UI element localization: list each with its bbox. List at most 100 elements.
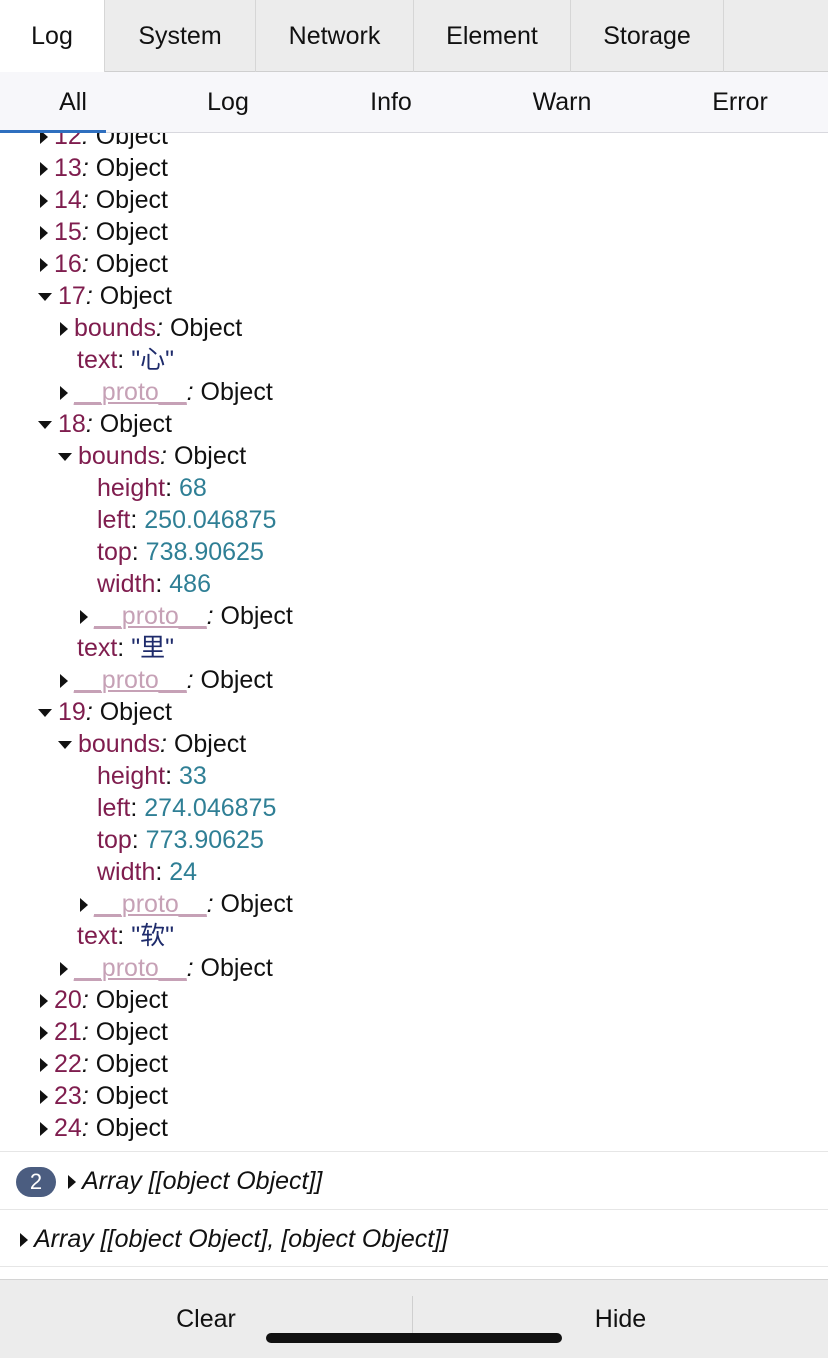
tree-row: top: 773.90625 <box>0 824 828 856</box>
tree-row[interactable]: 17: Object <box>0 280 828 312</box>
property-key: top <box>97 826 132 854</box>
key-separator: : <box>131 538 146 566</box>
collapsed-triangle-icon[interactable] <box>40 1058 48 1073</box>
tree-row[interactable]: __proto__: Object <box>0 952 828 984</box>
tree-row[interactable]: bounds: Object <box>0 312 828 344</box>
filter-log[interactable]: Log <box>207 88 249 116</box>
tree-row[interactable]: 21: Object <box>0 1016 828 1048</box>
property-key: bounds <box>74 314 157 342</box>
key-separator: : <box>117 634 132 662</box>
tree-row[interactable]: 12: Object <box>0 133 828 152</box>
property-value: 773.90625 <box>145 826 264 854</box>
tab-bar-spacer <box>724 0 828 71</box>
property-key: __proto__ <box>94 890 207 918</box>
tree-row[interactable]: __proto__: Object <box>0 888 828 920</box>
key-separator: : <box>117 922 132 950</box>
property-key: 13 <box>54 154 82 182</box>
tab-network[interactable]: Network <box>256 0 414 72</box>
collapsed-triangle-icon[interactable] <box>60 322 68 337</box>
tree-row[interactable]: bounds: Object <box>0 440 828 472</box>
tree-row[interactable]: 16: Object <box>0 248 828 280</box>
property-key: __proto__ <box>94 602 207 630</box>
key-separator: : <box>160 730 174 758</box>
expand-triangle-icon[interactable] <box>20 1233 28 1248</box>
key-separator: : <box>130 506 145 534</box>
collapsed-triangle-icon[interactable] <box>80 610 88 625</box>
key-separator: : <box>81 186 96 214</box>
tree-row[interactable]: 15: Object <box>0 216 828 248</box>
collapsed-triangle-icon[interactable] <box>40 194 48 209</box>
key-separator: : <box>186 378 201 406</box>
tree-row[interactable]: 20: Object <box>0 984 828 1016</box>
tree-row[interactable]: 13: Object <box>0 152 828 184</box>
tree-row: text: "软" <box>0 920 828 952</box>
key-separator: : <box>81 154 96 182</box>
property-value: Object <box>99 698 172 726</box>
collapsed-triangle-icon[interactable] <box>40 226 48 241</box>
property-value: Object <box>200 954 273 982</box>
log-filter-bar: All Log Info Warn Error <box>0 72 828 133</box>
tab-system[interactable]: System <box>105 0 256 72</box>
clear-button[interactable]: Clear <box>176 1305 236 1333</box>
tree-row[interactable]: 23: Object <box>0 1080 828 1112</box>
tree-row[interactable]: __proto__: Object <box>0 600 828 632</box>
property-value: Object <box>95 133 168 150</box>
expanded-triangle-icon[interactable] <box>38 421 52 430</box>
collapsed-triangle-icon[interactable] <box>40 1026 48 1041</box>
collapsed-triangle-icon[interactable] <box>60 962 68 977</box>
bottom-divider <box>412 1296 413 1342</box>
tree-row[interactable]: 22: Object <box>0 1048 828 1080</box>
key-separator: : <box>81 1050 96 1078</box>
tree-row[interactable]: __proto__: Object <box>0 664 828 696</box>
property-key: width <box>97 570 156 598</box>
collapsed-triangle-icon[interactable] <box>40 1122 48 1137</box>
hide-button[interactable]: Hide <box>594 1305 647 1333</box>
tree-row[interactable]: 24: Object <box>0 1112 828 1144</box>
tab-element[interactable]: Element <box>414 0 571 72</box>
tree-row[interactable]: __proto__: Object <box>0 376 828 408</box>
expand-triangle-icon[interactable] <box>68 1175 76 1190</box>
filter-all[interactable]: All <box>59 88 87 116</box>
expanded-triangle-icon[interactable] <box>58 453 72 462</box>
property-key: width <box>97 858 156 886</box>
property-value: Object <box>173 730 247 758</box>
key-separator: : <box>156 314 170 342</box>
filter-error[interactable]: Error <box>712 88 768 116</box>
key-separator: : <box>85 410 100 438</box>
collapsed-triangle-icon[interactable] <box>80 898 88 913</box>
collapsed-triangle-icon[interactable] <box>40 133 48 145</box>
collapsed-triangle-icon[interactable] <box>60 674 68 689</box>
property-value: Object <box>95 186 168 214</box>
tab-log[interactable]: Log <box>0 0 105 72</box>
collapsed-triangle-icon[interactable] <box>40 994 48 1009</box>
property-value: Object <box>220 890 293 918</box>
property-value: 486 <box>169 570 211 598</box>
property-value: 274.046875 <box>144 794 277 822</box>
tree-row: height: 68 <box>0 472 828 504</box>
filter-warn[interactable]: Warn <box>532 88 592 116</box>
log-entry[interactable]: Array [[object Object], [object Object]] <box>0 1209 828 1267</box>
expanded-triangle-icon[interactable] <box>58 741 72 750</box>
key-separator: : <box>81 1114 96 1142</box>
property-value: Object <box>95 1114 168 1142</box>
property-value: Object <box>95 250 168 278</box>
tree-row[interactable]: 18: Object <box>0 408 828 440</box>
tree-row[interactable]: 14: Object <box>0 184 828 216</box>
expanded-triangle-icon[interactable] <box>38 709 52 718</box>
tree-row: left: 274.046875 <box>0 792 828 824</box>
property-value: Object <box>220 602 293 630</box>
collapsed-triangle-icon[interactable] <box>40 1090 48 1105</box>
collapsed-triangle-icon[interactable] <box>40 258 48 273</box>
tab-storage[interactable]: Storage <box>571 0 724 72</box>
filter-info[interactable]: Info <box>370 88 412 116</box>
property-value: 33 <box>179 762 207 790</box>
tree-row[interactable]: 19: Object <box>0 696 828 728</box>
property-value: Object <box>169 314 243 342</box>
tree-row[interactable]: bounds: Object <box>0 728 828 760</box>
property-key: left <box>97 506 131 534</box>
expanded-triangle-icon[interactable] <box>38 293 52 302</box>
collapsed-triangle-icon[interactable] <box>40 162 48 177</box>
collapsed-triangle-icon[interactable] <box>60 386 68 401</box>
